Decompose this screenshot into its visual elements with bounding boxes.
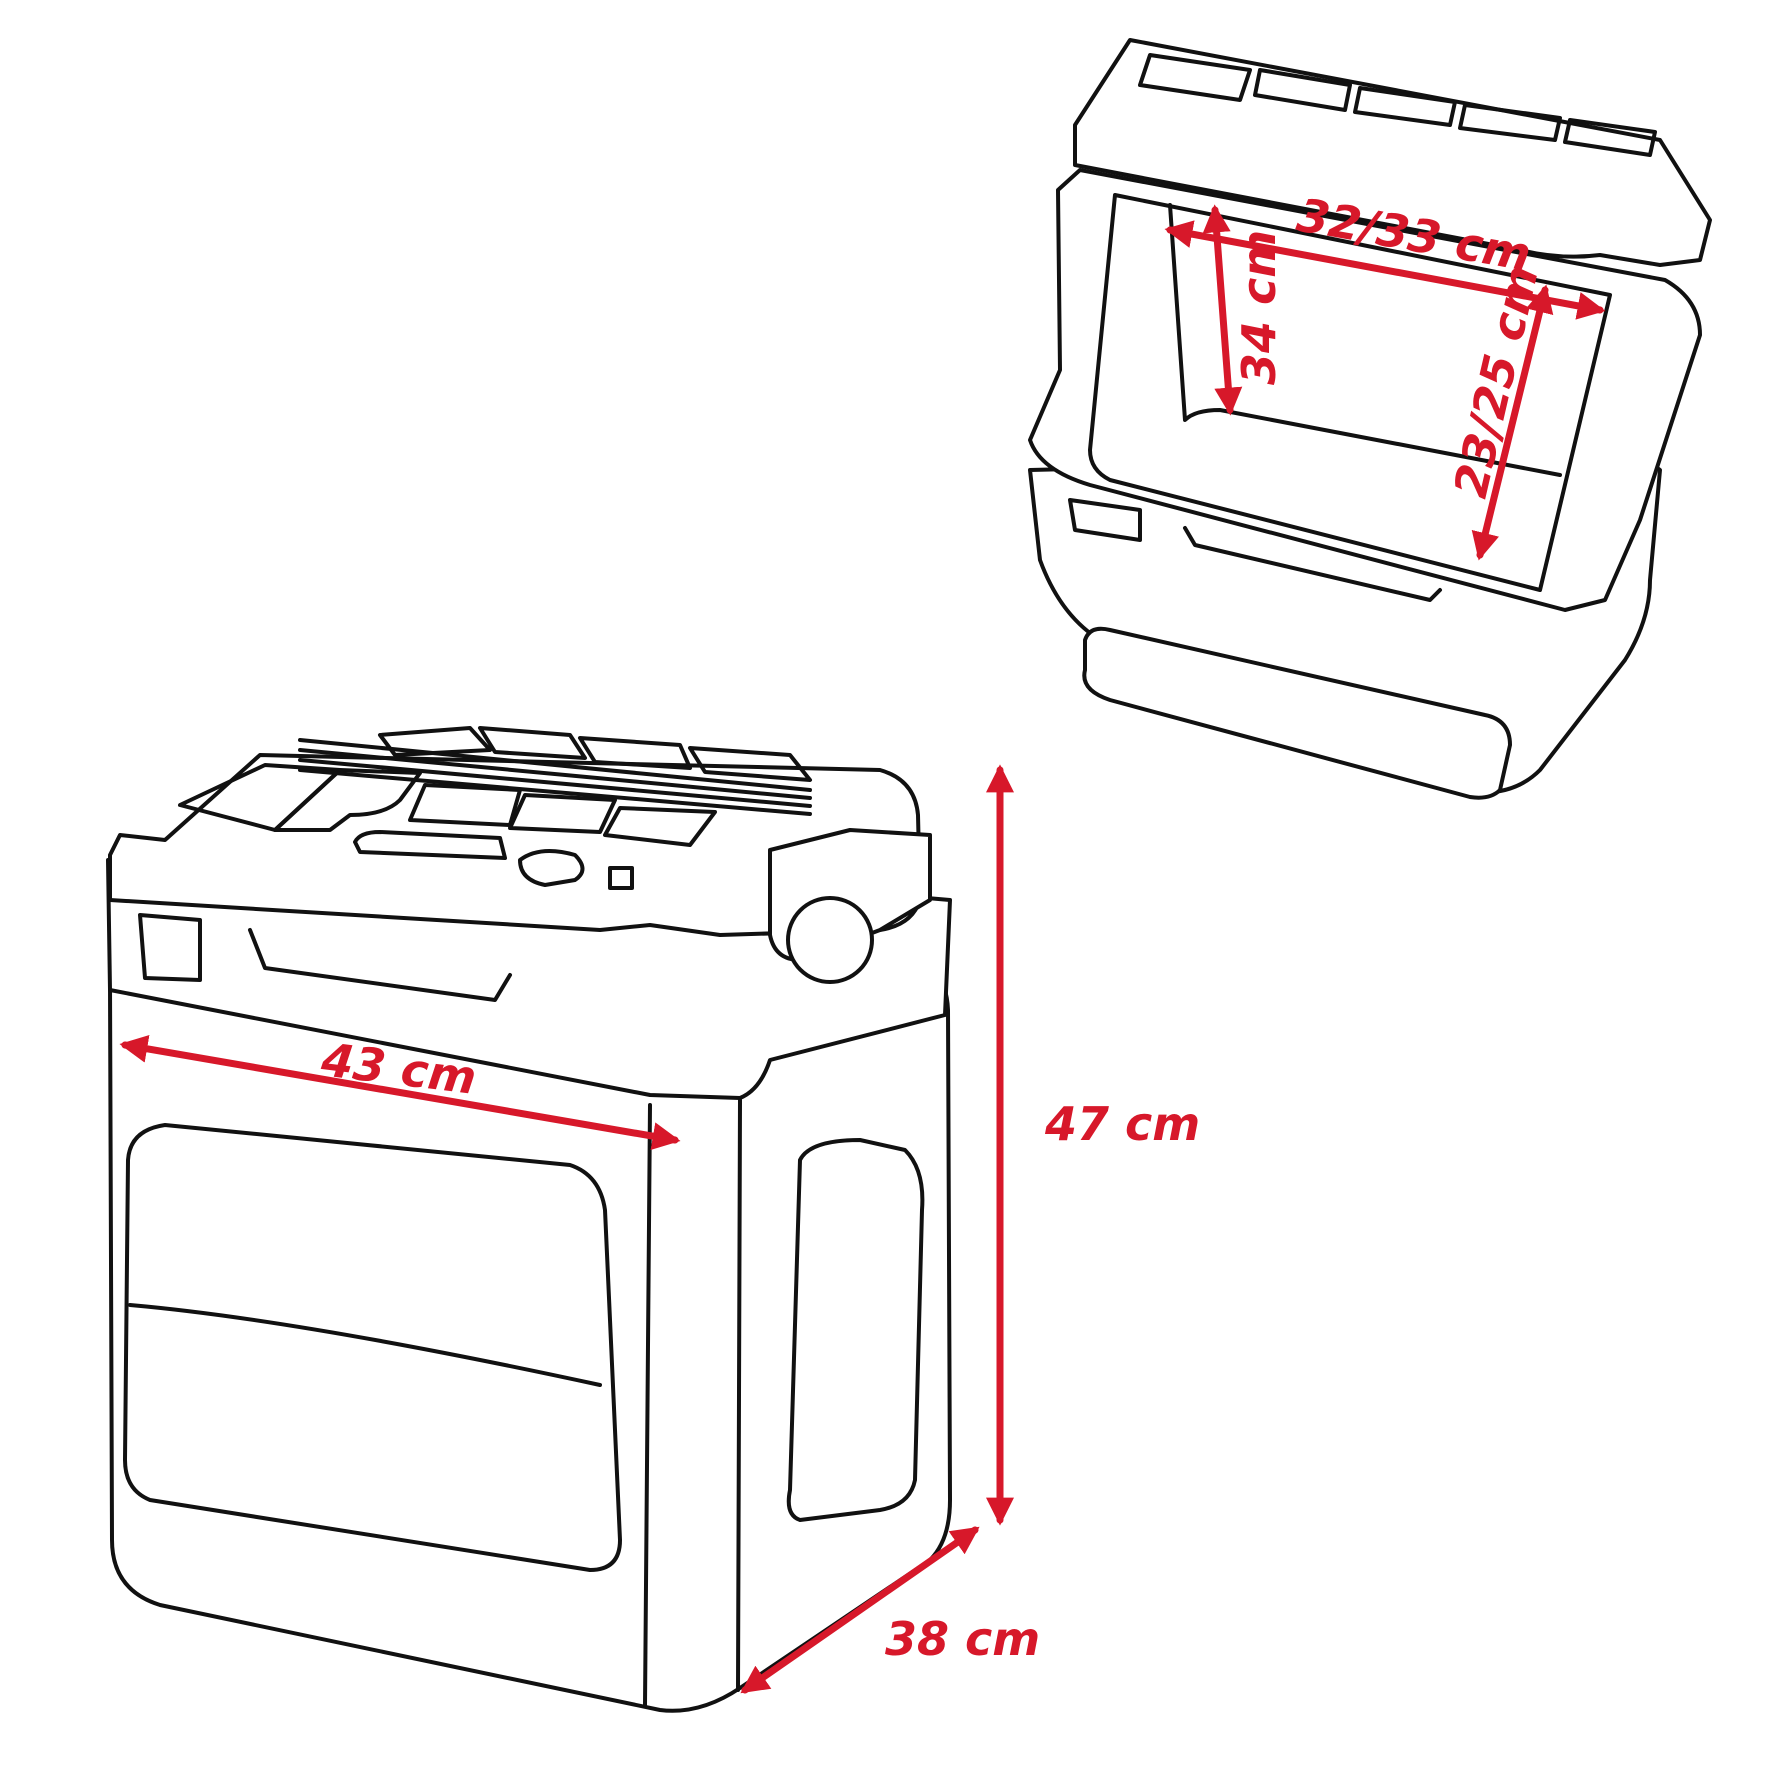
open-lid-panels (1138, 53, 1657, 157)
front-pocket-flap-line (128, 1303, 602, 1387)
open-cooler-front-pocket (1082, 626, 1512, 800)
closed-cooler-illustration (106, 726, 952, 1713)
lid-panel-5 (603, 806, 717, 847)
front-handle-recess (248, 928, 512, 1002)
lid-vent-lines (298, 738, 812, 816)
temperature-knob (518, 849, 585, 887)
depth-inner-arrow (1471, 284, 1554, 561)
depth-outer-label: 38 cm (885, 1612, 1040, 1666)
open-cooler-illustration (1028, 38, 1712, 800)
lid-panel-4 (508, 793, 617, 834)
side-pocket (786, 1138, 925, 1522)
depth-outer-arrow (740, 1526, 980, 1694)
lid-panel-2 (273, 768, 422, 832)
lid-slot (353, 830, 507, 860)
side-latch (138, 913, 202, 982)
height-inner-arrow (1202, 204, 1243, 416)
height-outer-label: 47 cm (1044, 1097, 1200, 1151)
front-pocket (123, 1123, 622, 1572)
open-cooler-handle (1183, 526, 1442, 602)
lid-rear-panels (378, 726, 812, 782)
open-cooler-latch (1068, 498, 1142, 542)
switch-button (608, 866, 634, 890)
dimension-arrows (119, 204, 1606, 1694)
height-inner-label: 34 cm (1232, 230, 1286, 385)
width-outer-arrow (119, 1035, 681, 1150)
body-corner-seam (643, 1098, 742, 1707)
handle-pivot (786, 896, 874, 984)
